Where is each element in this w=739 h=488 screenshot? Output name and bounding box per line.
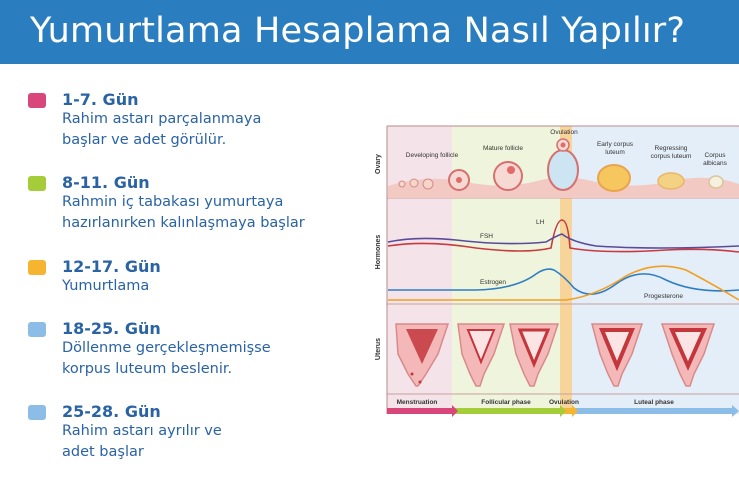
menstruation-bar-label: Menstruation <box>397 399 438 406</box>
regressing-label-1: Regressing <box>655 145 688 152</box>
ovary-row-label: Ovary <box>375 154 382 174</box>
phase-description: Rahmin iç tabakası yumurtaya hazırlanırk… <box>62 192 305 234</box>
late-luteal-swatch <box>28 405 46 420</box>
phase-description-line: başlar ve adet görülür. <box>62 132 227 148</box>
phase-days: 1-7. Gün <box>62 90 139 109</box>
menstrual-cycle-diagram: Ovary Hormones Uterus Developing follicl… <box>366 124 739 424</box>
phase-arrow <box>572 405 578 417</box>
albicans-label-1: Corpus <box>705 152 727 159</box>
phase-arrow <box>452 405 458 417</box>
lh-curve <box>387 219 739 253</box>
uterus-lining <box>599 328 635 372</box>
mature-follicle-label: Mature follicle <box>483 145 523 152</box>
uterus-lining-shed <box>406 329 438 364</box>
uterus-luteal-mid <box>591 323 644 387</box>
uterus-follicular-early <box>457 323 506 387</box>
small-follicle <box>409 178 419 188</box>
phase-description-line: hazırlanırken kalınlaşmaya başlar <box>62 215 305 231</box>
ovulation-bar-label: Ovulation <box>549 399 579 406</box>
uterus-lining <box>668 328 708 371</box>
phase-description-line: Döllenme gerçekleşmemişse <box>62 340 271 356</box>
phase-days: 25-28. Gün <box>62 402 161 421</box>
phase-days: 18-25. Gün <box>62 319 161 338</box>
released-egg-core <box>560 142 566 148</box>
phase-description-line: Rahim astarı parçalanmaya <box>62 111 262 127</box>
phase-arrow <box>560 405 566 417</box>
fsh-label: FSH <box>480 233 493 240</box>
cycle-diagram-svg: Ovary Hormones Uterus Developing follicl… <box>375 125 739 417</box>
uterus-follicular-late <box>509 323 560 387</box>
phase-days: 8-11. Gün <box>62 173 150 192</box>
phase-description-line: Rahim astarı ayrılır ve <box>62 423 222 439</box>
follicular-swatch <box>28 176 46 191</box>
small-follicle <box>422 178 434 190</box>
luteal-column <box>572 126 739 414</box>
progesterone-label: Progesterone <box>644 293 683 300</box>
progesterone-curve <box>388 265 739 301</box>
menstruation-bar <box>387 408 452 414</box>
luteal-swatch <box>28 322 46 337</box>
luteal-bar <box>572 408 732 414</box>
phase-description: Döllenme gerçekleşmemişse korpus luteum … <box>62 338 271 380</box>
estrogen-curve <box>388 268 739 295</box>
uterus-lining <box>517 328 551 368</box>
follicular-bar <box>452 408 560 414</box>
menstrual-drop <box>410 372 414 376</box>
lh-label: LH <box>536 219 545 226</box>
regressing-corpus-luteum <box>657 172 685 190</box>
developing-follicle-label: Developing follicle <box>406 152 459 159</box>
menstruation-swatch <box>28 93 46 108</box>
menstrual-drop <box>418 380 422 384</box>
phase-description-line: Rahmin iç tabakası yumurtaya <box>62 194 284 210</box>
early-corpus-label-2: luteum <box>605 149 625 156</box>
corpus-albicans <box>708 175 724 189</box>
early-corpus-luteum <box>597 164 631 192</box>
fsh-curve <box>387 233 739 249</box>
phase-description-line: adet başlar <box>62 444 144 460</box>
early-corpus-label-1: Early corpus <box>597 141 634 148</box>
phase-arrow <box>732 405 739 417</box>
phase-description: Rahim astarı parçalanmaya başlar ve adet… <box>62 109 261 151</box>
phase-description-line: korpus luteum beslenir. <box>62 361 233 377</box>
phase-days: 12-17. Gün <box>62 257 161 276</box>
albicans-label-2: albicans <box>703 160 728 167</box>
small-follicle <box>398 180 406 188</box>
header-banner: Yumurtlama Hesaplama Nasıl Yapılır? <box>0 0 739 64</box>
regressing-label-2: corpus luteum <box>651 153 692 160</box>
ovulation-swatch <box>28 260 46 275</box>
page-title: Yumurtlama Hesaplama Nasıl Yapılır? <box>30 11 686 51</box>
developing-follicle-egg <box>456 177 462 183</box>
uterus-menstruation <box>395 323 450 387</box>
uterus-luteal-late <box>660 323 716 387</box>
phase-description: Rahim astarı ayrılır ve adet başlar <box>62 421 222 463</box>
ovulation-label: Ovulation <box>550 129 578 136</box>
mature-follicle <box>493 161 523 191</box>
uterus-lining <box>466 329 496 365</box>
uterus-row-label: Uterus <box>375 338 382 360</box>
mature-follicle-egg <box>507 166 515 174</box>
luteal-bar-label: Luteal phase <box>634 399 674 406</box>
ovulating-follicle <box>547 149 579 191</box>
phase-description: Yumurtlama <box>62 276 149 297</box>
hormones-row-label: Hormones <box>375 235 382 270</box>
phase-description-line: Yumurtlama <box>62 278 150 294</box>
estrogen-label: Estrogen <box>480 279 506 286</box>
follicular-bar-label: Follicular phase <box>481 399 531 406</box>
